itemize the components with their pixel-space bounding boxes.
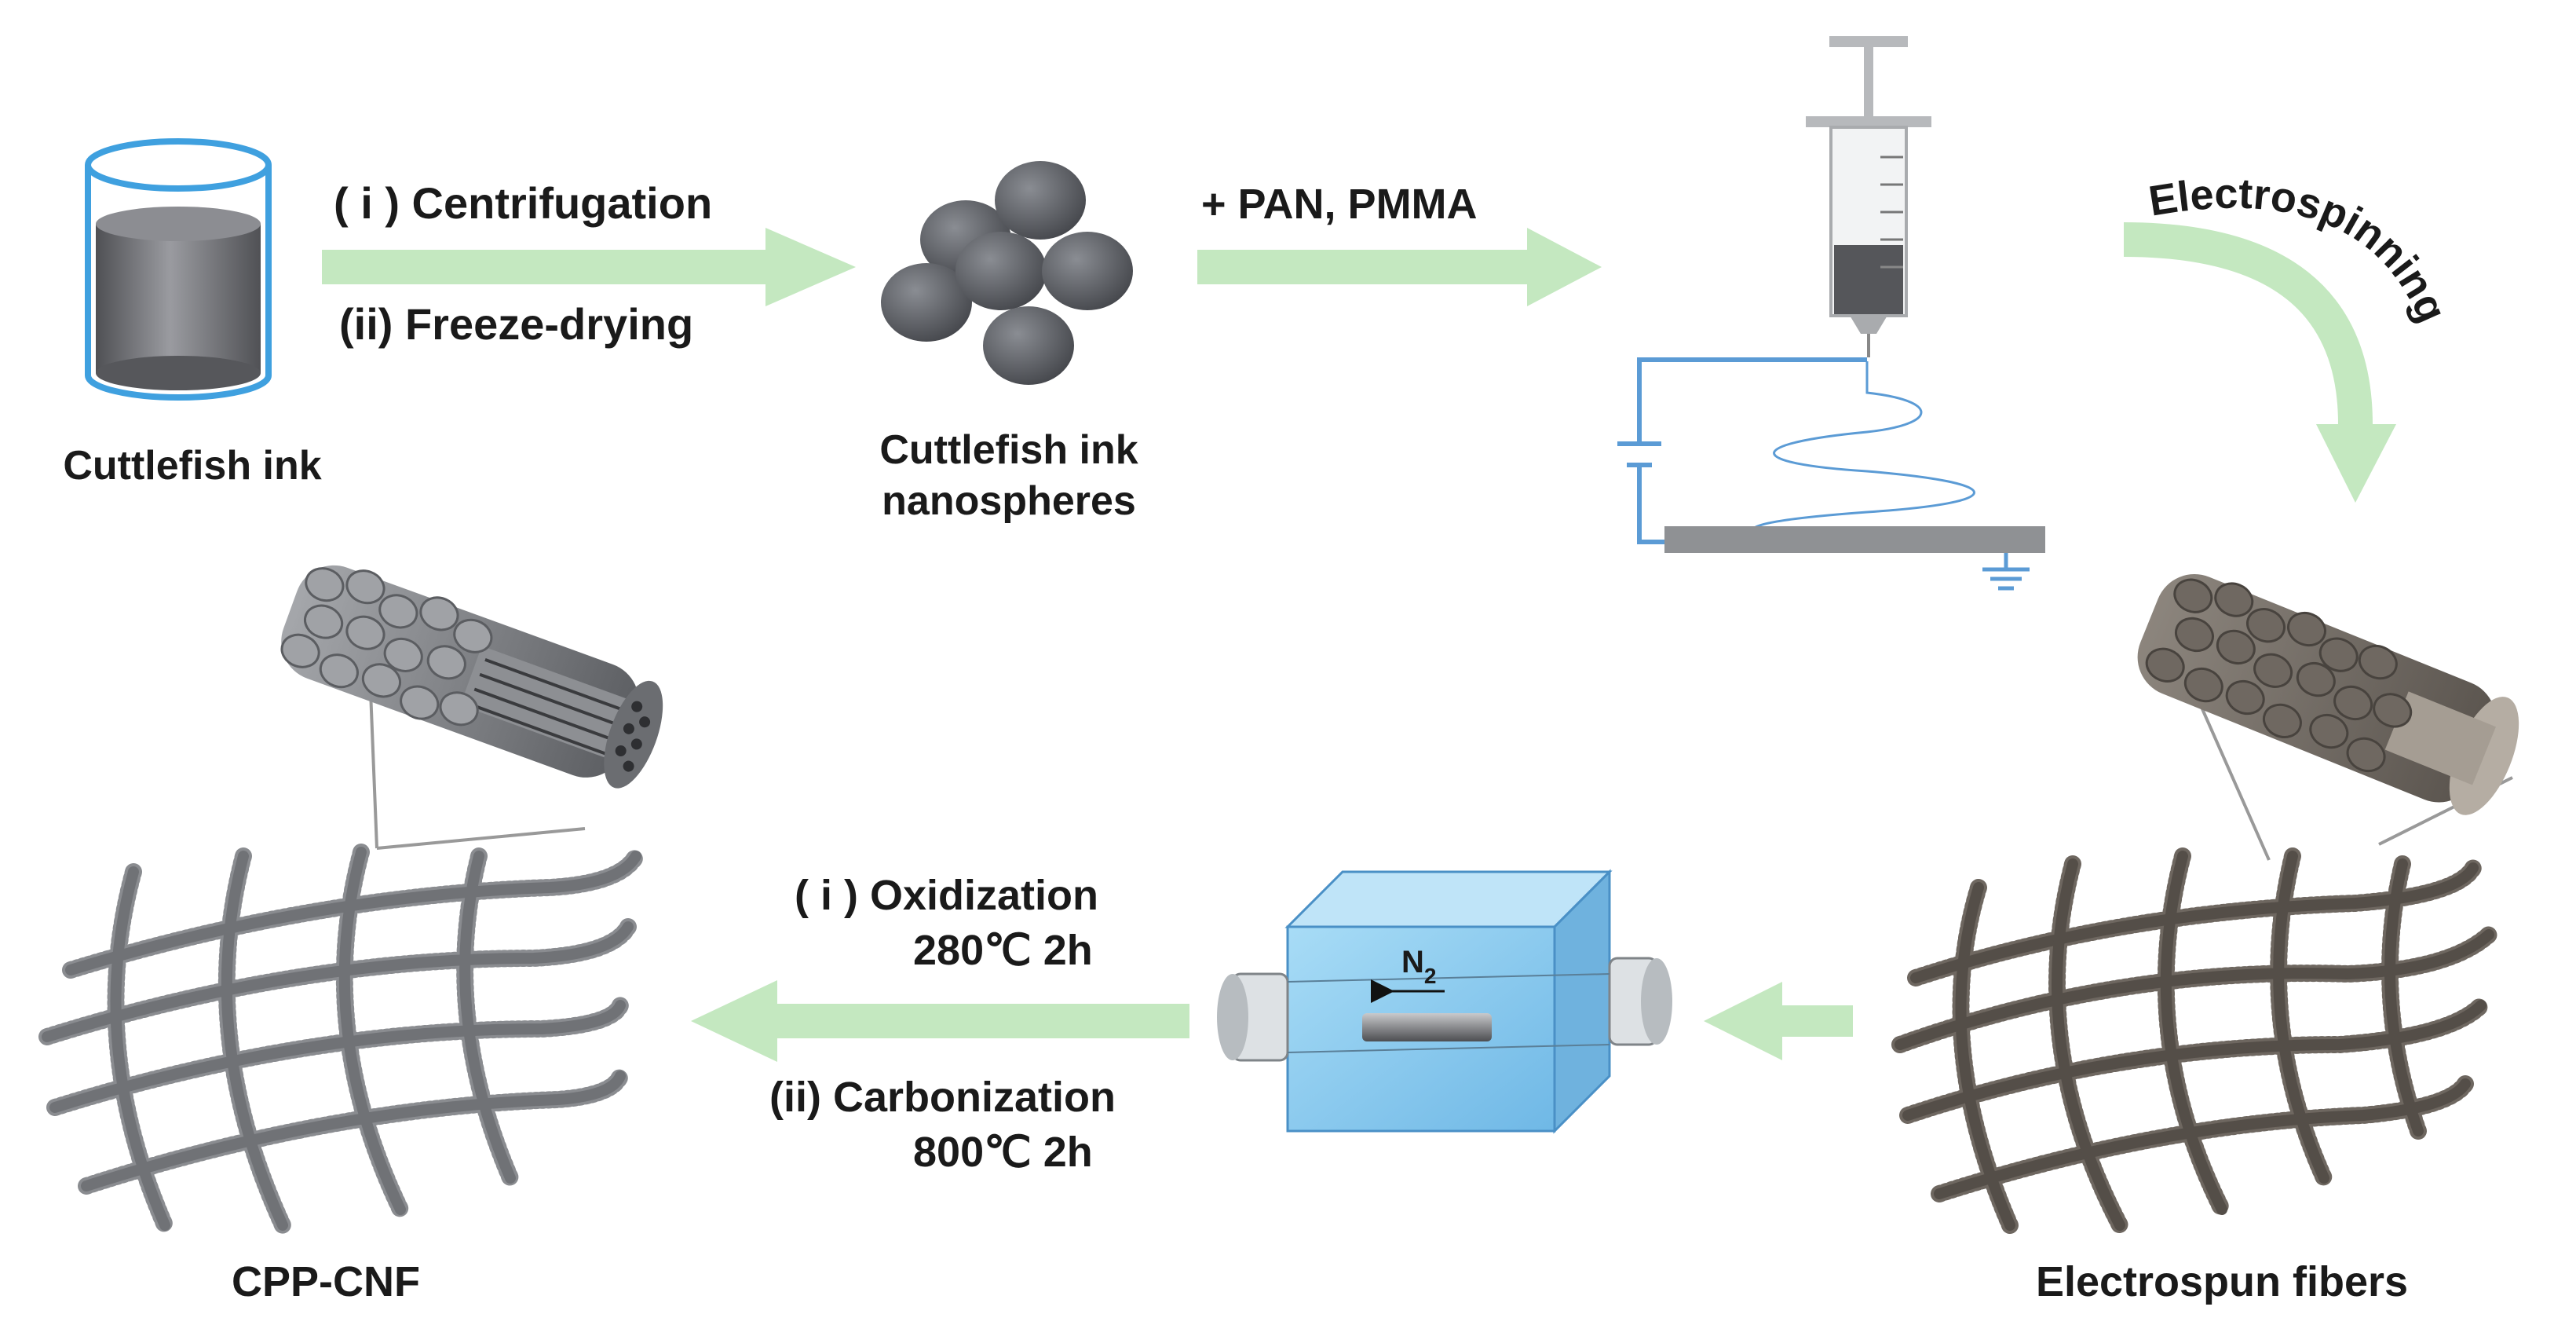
oxidization-condition: 280℃ 2h bbox=[913, 927, 1093, 974]
arrow-to-furnace bbox=[1704, 982, 1853, 1060]
cpp-cnf-closeup bbox=[280, 565, 663, 850]
centrifugation-label: ( i ) Centrifugation bbox=[334, 178, 712, 228]
syringe-icon bbox=[1806, 36, 1931, 357]
nanospheres-label-line1: Cuttlefish ink bbox=[879, 427, 1138, 473]
oxidization-label: ( i ) Oxidization bbox=[795, 872, 1098, 919]
carbonization-label: (ii) Carbonization bbox=[769, 1074, 1116, 1121]
ground-icon bbox=[1982, 553, 2030, 591]
pan-pmma-label: + PAN, PMMA bbox=[1201, 181, 1478, 228]
freeze-drying-label: (ii) Freeze-drying bbox=[339, 299, 693, 349]
electrospun-fiber-mesh-core bbox=[1895, 851, 2494, 1231]
nanospheres-label-line2: nanospheres bbox=[882, 478, 1136, 524]
electrospun-fibers-label: Electrospun fibers bbox=[2036, 1258, 2408, 1305]
arrow-step3 bbox=[691, 980, 1189, 1062]
arrow-step1 bbox=[322, 228, 856, 306]
cpp-cnf-mesh-core bbox=[42, 847, 641, 1231]
carbonization-condition: 800℃ 2h bbox=[913, 1129, 1093, 1176]
collector-plate bbox=[1664, 526, 2045, 553]
nanospheres-icon bbox=[881, 161, 1133, 385]
arrow-step2 bbox=[1197, 228, 1602, 306]
electrospinning-arrow bbox=[2123, 222, 2373, 425]
cuttlefish-ink-label: Cuttlefish ink bbox=[63, 443, 321, 489]
electrospun-fiber-closeup bbox=[2137, 574, 2519, 861]
nitrogen-label: N2 bbox=[1401, 945, 1436, 988]
high-voltage-circuit bbox=[1617, 357, 1867, 544]
cpp-cnf-label: CPP-CNF bbox=[232, 1258, 420, 1305]
electrospinning-arrow-head bbox=[2316, 424, 2396, 503]
beaker-icon bbox=[85, 138, 272, 401]
tube-furnace-icon bbox=[1217, 869, 1672, 1134]
polymer-jet bbox=[1752, 361, 1975, 542]
